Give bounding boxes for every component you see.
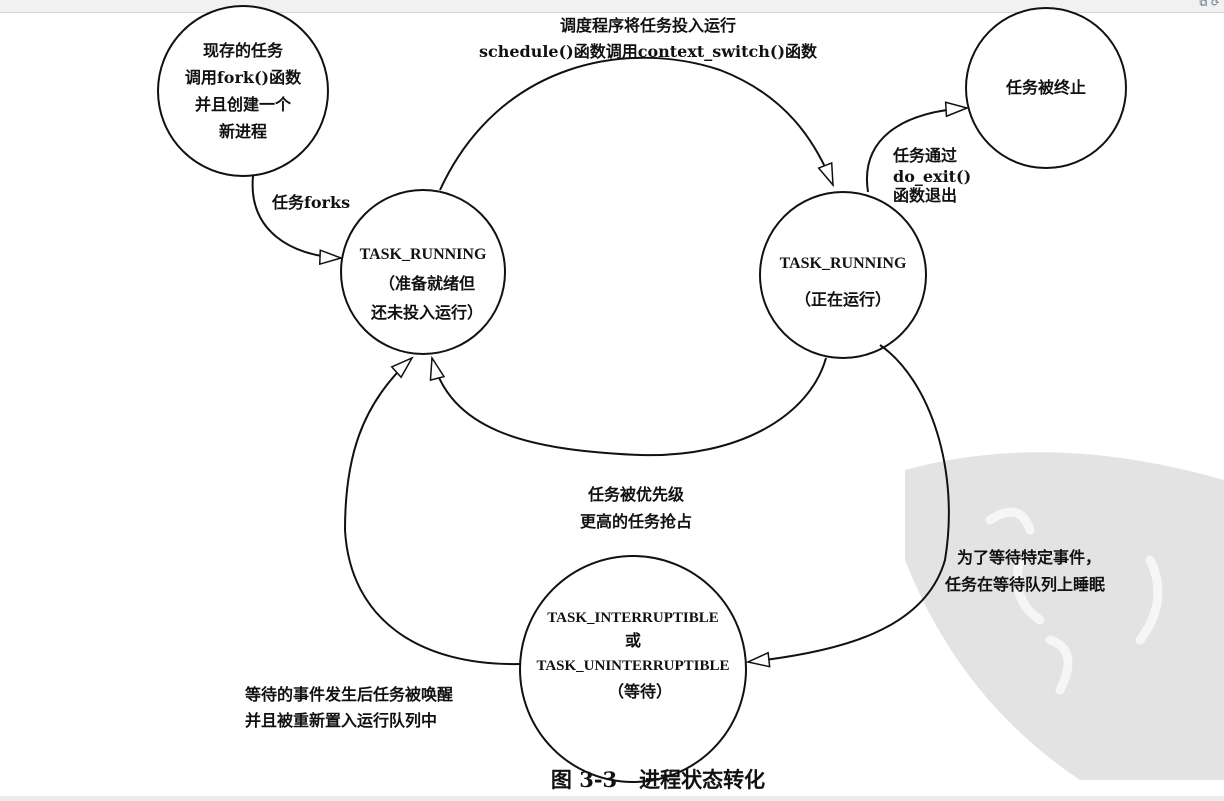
label-forks: 任务forks <box>271 193 350 212</box>
state-ready <box>340 189 506 355</box>
running-state-line-2: （正在运行） <box>795 290 891 309</box>
label-wakeup-line-1: 等待的事件发生后任务被唤醒 <box>244 685 453 704</box>
label-sleep-line-1: 为了等待特定事件， <box>957 548 1101 567</box>
waiting-state-or: 或 <box>625 631 641 650</box>
terminated-state-label: 任务被终止 <box>1005 78 1086 97</box>
state-waiting <box>519 555 747 783</box>
label-schedule-line-1: 调度程序将任务投入运行 <box>560 16 736 35</box>
state-terminated <box>965 7 1127 169</box>
label-preempt-line-1: 任务被优先级 <box>587 485 685 504</box>
existing-task-line-3: 并且创建一个 <box>195 95 292 114</box>
ready-state-line-2: （准备就绪但 <box>379 274 475 293</box>
label-exit-line-1: 任务通过 <box>892 146 957 165</box>
label-schedule-line-2: schedule()函数调用context_switch()函数 <box>479 42 818 61</box>
waiting-state-name-1: TASK_INTERRUPTIBLE <box>547 610 718 626</box>
waiting-state-name-2: TASK_UNINTERRUPTIBLE <box>536 658 729 674</box>
viewer-bottom-bar <box>0 796 1224 801</box>
figure-caption: 图 3-3 进程状态转化 <box>551 767 765 792</box>
existing-task-line-2: 调用fork()函数 <box>185 68 302 87</box>
label-exit-line-2: do_exit() <box>893 167 971 186</box>
state-existing-task <box>157 5 329 177</box>
arrow-exit <box>865 108 967 193</box>
arrow-forks <box>251 175 341 258</box>
arrow-preempt <box>432 358 827 457</box>
viewer-toolbar: ⧉ ⟳ <box>0 0 1224 13</box>
label-exit-line-3: 函数退出 <box>893 186 957 205</box>
label-wakeup-line-2: 并且被重新置入运行队列中 <box>245 711 437 730</box>
label-sleep-line-2: 任务在等待队列上睡眠 <box>944 575 1105 594</box>
existing-task-line-4: 新进程 <box>219 122 267 141</box>
arrow-sleep <box>748 344 950 662</box>
state-running <box>759 191 927 359</box>
arrow-schedule <box>439 56 834 191</box>
toolbar-icons[interactable]: ⧉ ⟳ <box>1199 0 1220 9</box>
waiting-state-line-4: （等待） <box>608 682 672 701</box>
ready-state-name: TASK_RUNNING <box>360 246 487 263</box>
watermark-seal <box>905 452 1224 780</box>
running-state-name: TASK_RUNNING <box>780 255 907 272</box>
label-preempt-line-2: 更高的任务抢占 <box>580 512 692 531</box>
existing-task-line-1: 现存的任务 <box>203 41 284 60</box>
arrow-wakeup <box>343 358 521 666</box>
ready-state-line-3: 还未投入运行） <box>370 303 483 322</box>
